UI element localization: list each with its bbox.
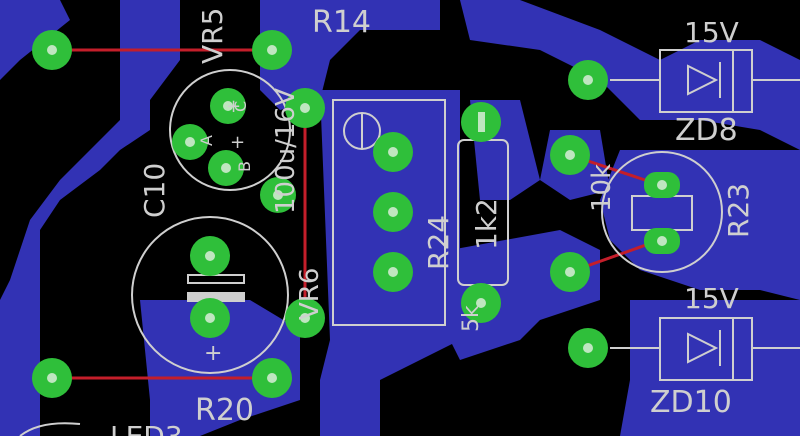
label-zd10-voltage: 15V xyxy=(684,282,739,315)
copper-region-left xyxy=(0,0,180,436)
label-plus-c10: + xyxy=(204,341,222,366)
label-pin-a: A xyxy=(197,135,216,146)
pad-r22[interactable] xyxy=(550,135,590,175)
silkscreen-layer xyxy=(19,49,800,436)
pad-r23-bottom[interactable] xyxy=(644,228,680,254)
label-layer: R14 VR5 C10 100u/16V VR6 R20 R24 1k2 10k… xyxy=(110,5,755,436)
label-zd10: ZD10 xyxy=(650,385,732,420)
label-cap-value: 100u/16V xyxy=(271,88,301,214)
pad-r14-right[interactable] xyxy=(252,30,292,70)
label-pot-value: 5k xyxy=(459,305,484,332)
pad-r24-3[interactable] xyxy=(373,252,413,292)
label-plus-vr5-b: + xyxy=(230,132,245,153)
pad-r23-left[interactable] xyxy=(550,252,590,292)
led-partial-outline xyxy=(19,422,81,436)
vr5-outline xyxy=(169,69,291,191)
label-r14: R14 xyxy=(312,5,371,40)
pad-vr6-bottom[interactable] xyxy=(285,298,325,338)
pad-1k2-top[interactable] xyxy=(461,102,501,142)
r24-outline xyxy=(332,99,446,326)
pad-vr5-c[interactable] xyxy=(208,150,244,186)
pad-r23-top[interactable] xyxy=(644,172,680,198)
pad-r20-right[interactable] xyxy=(252,358,292,398)
pad-vr5-b[interactable] xyxy=(172,124,208,160)
zd8-symbol xyxy=(687,64,719,96)
label-pin-c: C xyxy=(231,101,250,112)
pad-vr6-top[interactable] xyxy=(285,88,325,128)
pad-r24-2[interactable] xyxy=(373,192,413,232)
pad-c10-minus[interactable] xyxy=(190,298,230,338)
label-r22-value: 10k xyxy=(587,164,617,212)
label-pin-b: B xyxy=(235,161,254,172)
label-c10: C10 xyxy=(138,163,171,218)
pad-vr5-a[interactable] xyxy=(210,88,246,124)
r23-outline xyxy=(601,151,723,273)
label-vr5: VR5 xyxy=(196,8,229,64)
pad-1k2-bottom[interactable] xyxy=(461,283,501,323)
label-partial-bottom: LED3 xyxy=(110,420,183,436)
copper-region-bottom-right xyxy=(620,300,800,436)
pad-r24-1[interactable] xyxy=(373,132,413,172)
copper-region-top xyxy=(260,0,440,110)
pad-zd8-anode[interactable] xyxy=(568,60,608,100)
pad-c10-plus[interactable] xyxy=(190,236,230,276)
label-r20: R20 xyxy=(195,393,254,428)
label-zd8: ZD8 xyxy=(675,113,738,148)
zd10-symbol xyxy=(687,332,719,364)
label-vr6: VR6 xyxy=(295,268,325,320)
pad-r20-left[interactable] xyxy=(32,358,72,398)
pad-r14-left[interactable] xyxy=(32,30,72,70)
label-r24: R24 xyxy=(422,215,455,270)
pad-c10-mid[interactable] xyxy=(260,177,296,213)
label-plus-vr5: + xyxy=(226,96,241,117)
c10-outline xyxy=(131,216,289,374)
label-r24-value: 1k2 xyxy=(470,198,503,250)
label-r23: R23 xyxy=(722,183,755,238)
pad-layer xyxy=(32,30,680,398)
label-zd8-voltage: 15V xyxy=(684,16,739,49)
pad-zd10-anode[interactable] xyxy=(568,328,608,368)
copper-region-bottom xyxy=(140,300,300,436)
